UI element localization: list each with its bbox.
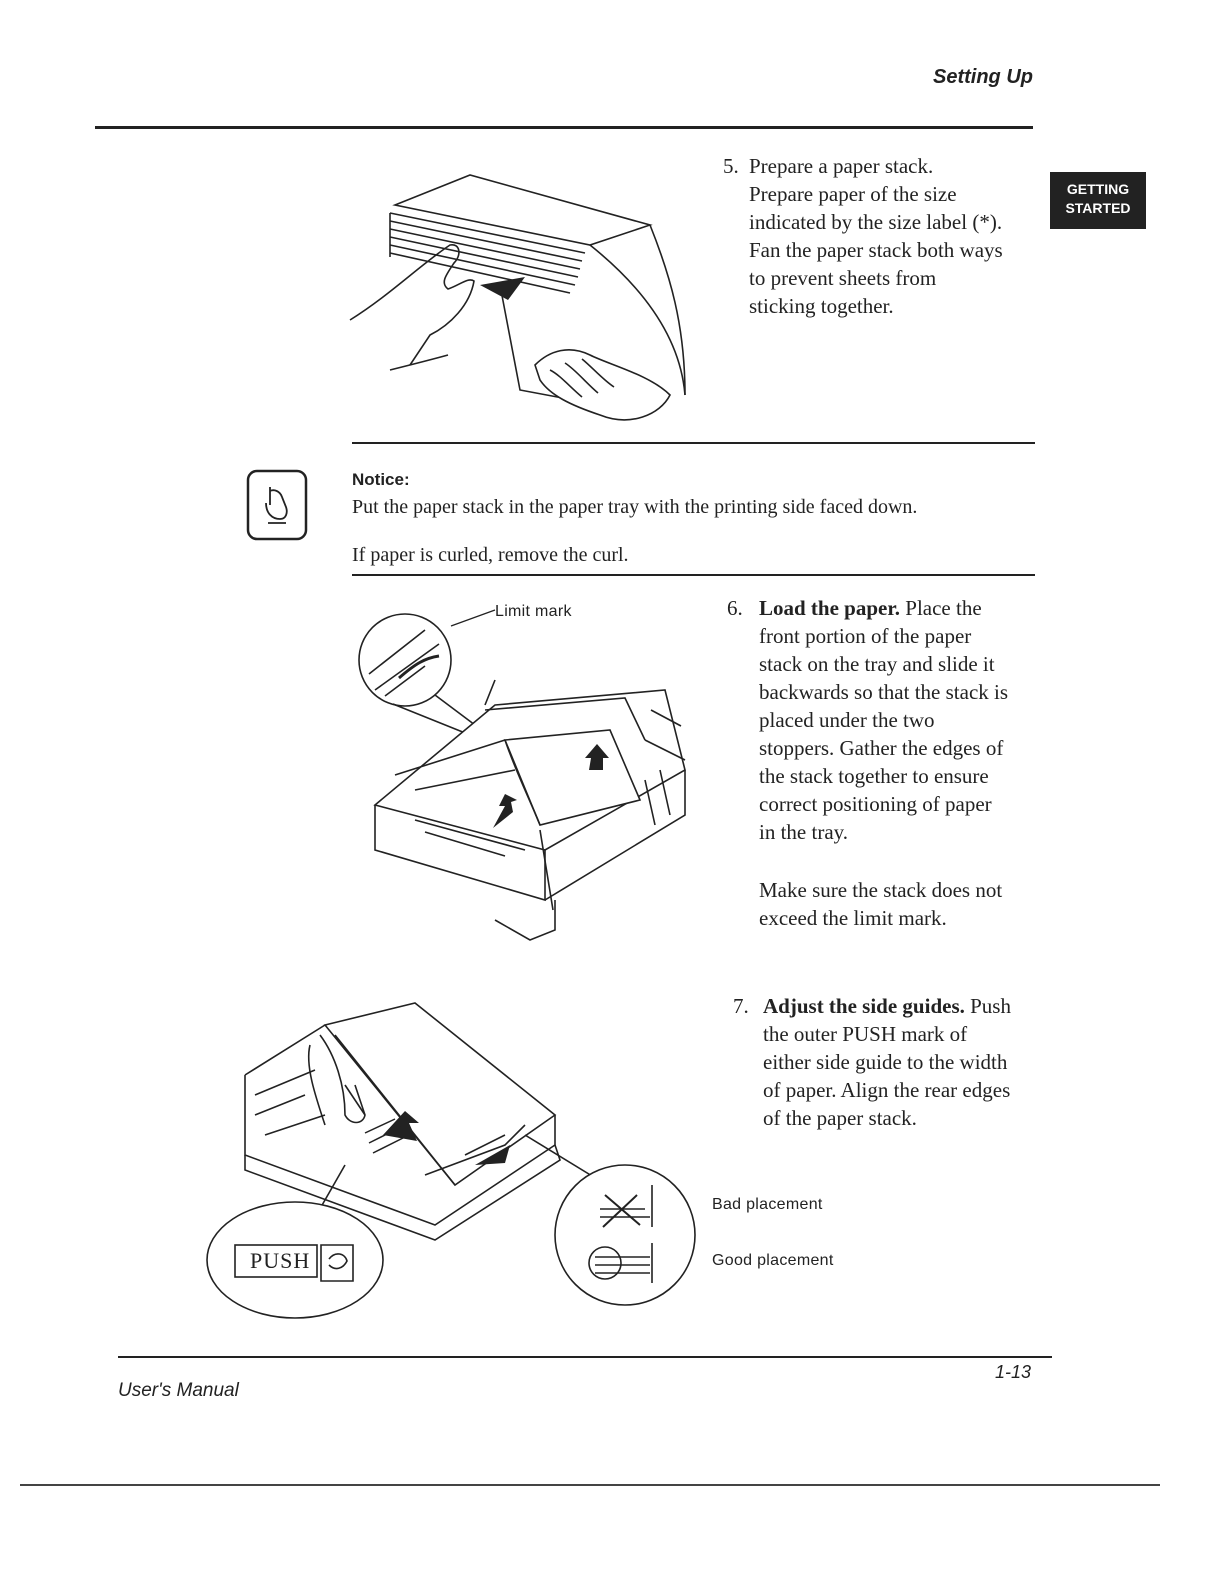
notice-top-rule	[352, 442, 1035, 444]
step-6-line: front portion of the paper	[759, 624, 972, 648]
pointing-hand-icon	[246, 469, 308, 541]
step-5-line: sticking together.	[749, 294, 894, 318]
step-6-line: stack on the tray and slide it	[759, 652, 995, 676]
section-tab-line2: STARTED	[1065, 200, 1131, 216]
footer-rule	[118, 1356, 1052, 1358]
paper-tray-limit-illustration	[358, 609, 686, 941]
step-6-line: backwards so that the stack is	[759, 680, 1009, 704]
step-7-heading: Adjust the side guides.	[763, 994, 965, 1018]
step-6-line: stoppers. Gather the edges of	[759, 736, 1004, 760]
step-5-heading: Prepare a paper stack.	[749, 154, 934, 178]
step-6-line: in the tray.	[759, 820, 849, 844]
step-7-line: of paper. Align the rear edges	[763, 1078, 1011, 1102]
step-6-note-line: exceed the limit mark.	[759, 906, 947, 930]
step-5-line: to prevent sheets from	[749, 266, 937, 290]
step-6-line: placed under the two	[759, 708, 935, 732]
running-header: Setting Up	[933, 66, 1033, 88]
notice-line-1: Put the paper stack in the paper tray wi…	[352, 496, 918, 518]
step-7-heading-rest: Push	[964, 994, 1011, 1018]
section-tab-line1: GETTING	[1066, 181, 1130, 197]
step-6-line: correct positioning of paper	[759, 792, 992, 816]
good-placement-label: Good placement	[712, 1252, 834, 1269]
step-6-note-line: Make sure the stack does not	[759, 878, 1003, 902]
notice-line-2: If paper is curled, remove the curl.	[352, 544, 629, 566]
bottom-scan-rule	[20, 1484, 1160, 1486]
header-rule	[95, 126, 1033, 129]
bad-placement-label: Bad placement	[712, 1196, 823, 1213]
step-7-line: of the paper stack.	[763, 1106, 917, 1130]
step-7: 7. Adjust the side guides. Push the oute…	[733, 992, 1063, 1132]
page-number: 1-13	[994, 1362, 1031, 1382]
step-5-line: Fan the paper stack both ways	[749, 238, 1003, 262]
side-guides-illustration	[206, 1002, 696, 1319]
step-5-line: indicated by the size label (*).	[749, 210, 1003, 234]
push-label: PUSH	[250, 1248, 311, 1273]
step-5: 5. Prepare a paper stack. Prepare paper …	[723, 152, 1053, 320]
step-6-line: the stack together to ensure	[759, 764, 989, 788]
footer-title: User's Manual	[118, 1380, 239, 1401]
step-7-line: either side guide to the width	[763, 1050, 1008, 1074]
step-5-line: Prepare paper of the size	[749, 182, 957, 206]
section-tab: GETTING STARTED	[1050, 172, 1146, 229]
step-6-heading-rest: Place the	[900, 596, 982, 620]
notice-bottom-rule	[352, 574, 1035, 576]
step-7-line: the outer PUSH mark of	[763, 1022, 968, 1046]
step-6-number: 6.	[727, 596, 743, 620]
limit-mark-label: Limit mark	[495, 603, 572, 620]
fan-paper-illustration	[349, 174, 686, 421]
step-7-number: 7.	[733, 994, 749, 1018]
notice-title: Notice:	[352, 470, 410, 489]
step-6-heading: Load the paper.	[759, 596, 901, 620]
step-5-number: 5.	[723, 154, 739, 178]
step-6: 6. Load the paper. Place the front porti…	[727, 594, 1057, 932]
